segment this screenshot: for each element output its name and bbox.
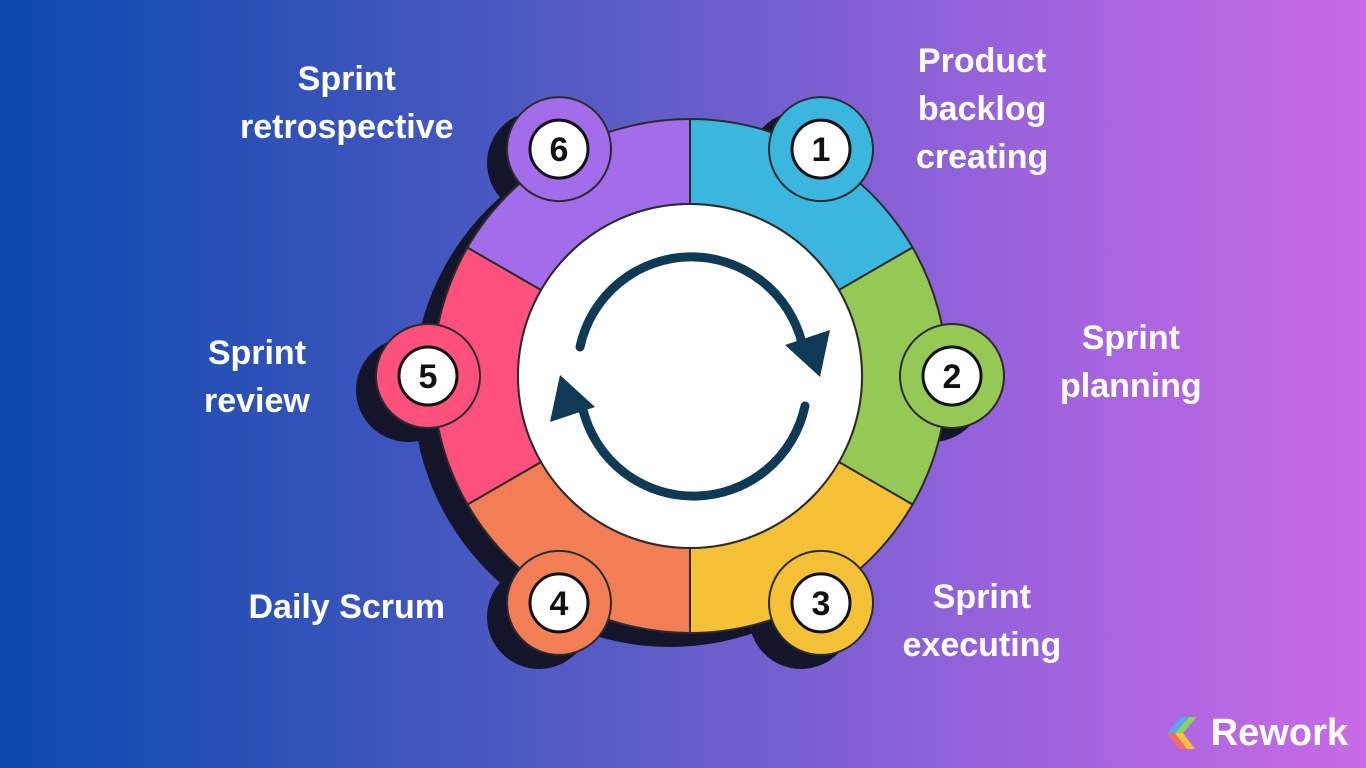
step-label-line: planning [1060, 367, 1202, 405]
step-number-3: 3 [812, 585, 831, 623]
step-number-1: 1 [812, 131, 831, 169]
step-label-line: Daily Scrum [248, 588, 446, 626]
step-label-line: Sprint [932, 578, 1031, 616]
number-badge-5 [397, 345, 459, 407]
step-label-line: Sprint [297, 60, 396, 98]
step-number-2: 2 [943, 358, 962, 396]
step-label-line: executing [902, 626, 1062, 664]
step-label-line: backlog [917, 90, 1047, 128]
brand-logo: Rework [1165, 708, 1348, 758]
step-label-4: Daily Scrum [249, 583, 446, 631]
number-badge-4 [528, 572, 590, 634]
step-label-line: review [204, 382, 310, 420]
step-label-line: Product [917, 42, 1047, 80]
step-label-line: creating [916, 138, 1049, 176]
step-label-3: Sprint executing [903, 573, 1062, 669]
step-label-line: Sprint [1081, 319, 1180, 357]
step-label-line: Sprint [207, 334, 307, 372]
rework-logo-icon [1166, 717, 1197, 749]
step-number-5: 5 [419, 358, 438, 396]
brand-name: Rework [1210, 711, 1348, 754]
number-badge-3 [790, 572, 852, 634]
refresh-cycle-icon [550, 252, 830, 501]
step-label-2: Sprint planning [1060, 314, 1202, 410]
step-label-5: Sprint review [204, 329, 310, 425]
step-badges: 1 2 3 4 5 6 [375, 96, 1005, 656]
step-number-4: 4 [550, 585, 569, 623]
step-label-6: Sprint retrospective [240, 55, 454, 151]
step-label-1: Product backlog creating [916, 37, 1048, 181]
number-badge-1 [790, 118, 852, 180]
step-label-line: retrospective [240, 108, 454, 146]
number-badge-2 [921, 345, 983, 407]
number-badge-6 [528, 118, 590, 180]
step-number-6: 6 [550, 131, 569, 169]
